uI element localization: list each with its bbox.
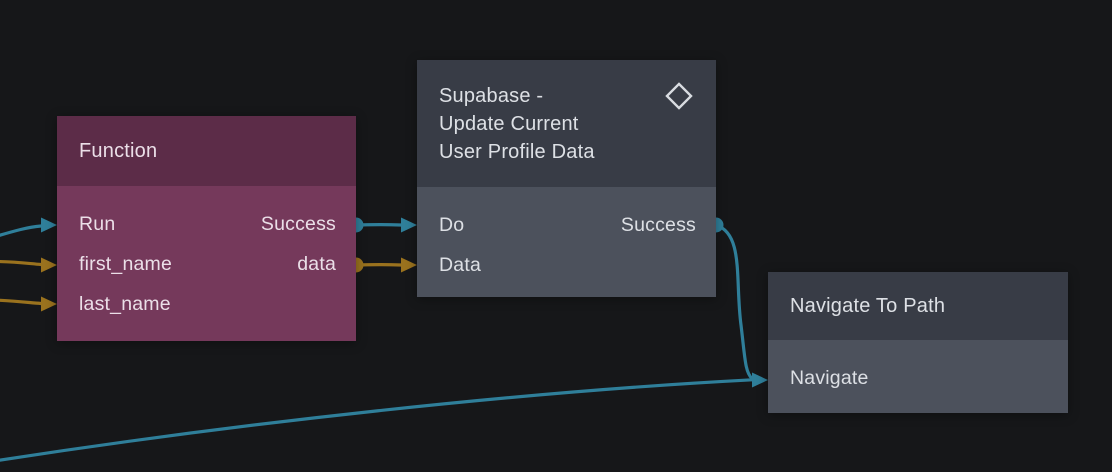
node-title-line: Supabase - [439,85,544,107]
wire-into-function-run[interactable] [0,224,43,237]
port-row: first_name data [79,244,336,284]
port-row: Do Success [439,205,696,245]
output-port-label: Success [260,212,336,235]
wire-into-function-last-name[interactable] [0,298,43,306]
node-title: Supabase - Update Current User Profile D… [439,82,595,166]
wire-bottom-left-to-navigate[interactable] [0,378,754,462]
diamond-icon [665,82,693,110]
node-supabase-update-user-profile[interactable]: Supabase - Update Current User Profile D… [417,60,716,297]
port-arrow-supabase-do[interactable] [401,217,417,233]
input-port-label: Run [79,212,116,235]
wire-into-function-first-name[interactable] [0,259,43,267]
node-function[interactable]: Function Run Success first_name data las… [57,116,356,341]
port-row: last_name [79,284,336,324]
input-port-label: first_name [79,252,173,275]
output-port-label: Success [620,213,696,236]
output-port-label: data [297,252,336,275]
port-row: Data [439,245,696,285]
node-supabase-header: Supabase - Update Current User Profile D… [417,60,716,187]
port-arrow-function-run[interactable] [41,217,57,233]
node-navigate-to-path[interactable]: Navigate To Path Navigate [768,272,1068,413]
node-title: Navigate To Path [790,295,946,317]
node-title-line: User Profile Data [439,141,595,163]
node-supabase-body: Do Success Data [417,187,716,297]
input-port-label: last_name [79,292,171,315]
node-navigate-body: Navigate [768,340,1068,413]
input-port-label: Do [439,213,465,236]
node-function-header: Function [57,116,356,186]
port-arrow-supabase-data[interactable] [401,257,417,273]
node-title: Function [79,140,158,162]
port-arrow-function-first-name[interactable] [41,257,57,273]
node-navigate-header: Navigate To Path [768,272,1068,340]
port-arrow-navigate[interactable] [752,372,768,388]
input-port-label: Data [439,253,481,276]
port-arrow-function-last-name[interactable] [41,296,57,312]
node-function-body: Run Success first_name data last_name [57,186,356,341]
node-title-line: Update Current [439,113,579,135]
input-port-label: Navigate [790,366,869,389]
port-row: Run Success [79,204,336,244]
wire-supabase-success-to-navigate[interactable] [714,223,754,381]
port-row: Navigate [790,358,1048,398]
